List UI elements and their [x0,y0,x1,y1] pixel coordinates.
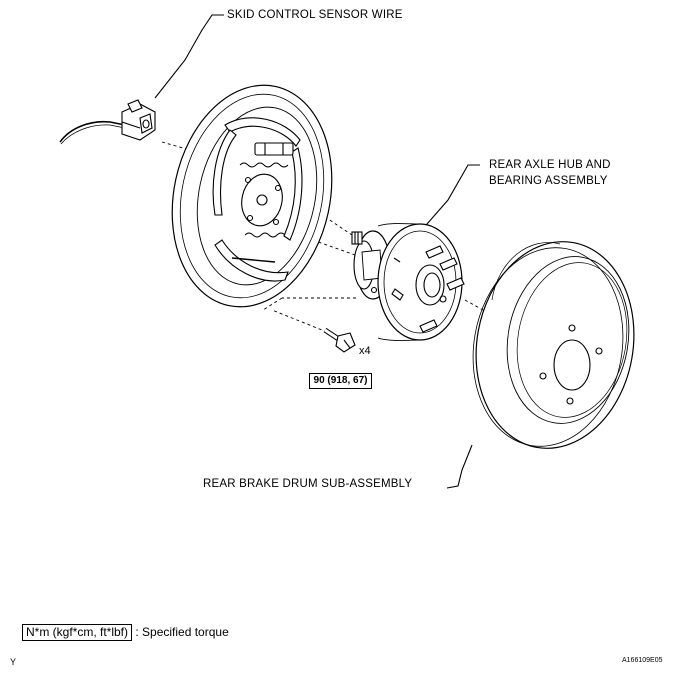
hub-bolt [323,327,356,353]
wheel-studs [391,245,465,333]
drum-label: REAR BRAKE DRUM SUB-ASSEMBLY [203,478,413,490]
figure-id: A166109E05 [622,657,663,664]
leader-lines [154,14,480,489]
hub-label-line1: REAR AXLE HUB AND [489,159,611,171]
footer-left: Y [10,657,17,667]
sensor-wire-label: SKID CONTROL SENSOR WIRE [227,9,403,21]
bolt-quantity: x4 [359,345,371,357]
legend-unit-box: N*m (kgf*cm, ft*lbf) [22,624,133,641]
torque-spec: 90 (918, 67) [309,373,372,389]
sensor-connector [121,99,156,141]
axle-hub [351,223,465,341]
legend-text: : Specified torque [135,625,229,639]
sensor-wire [59,99,156,145]
legend: N*m (kgf*cm, ft*lbf) : Specified torque [22,624,229,641]
backing-plate [171,84,333,308]
brake-drum [472,241,635,449]
hub-label-line2: BEARING ASSEMBLY [489,175,608,187]
